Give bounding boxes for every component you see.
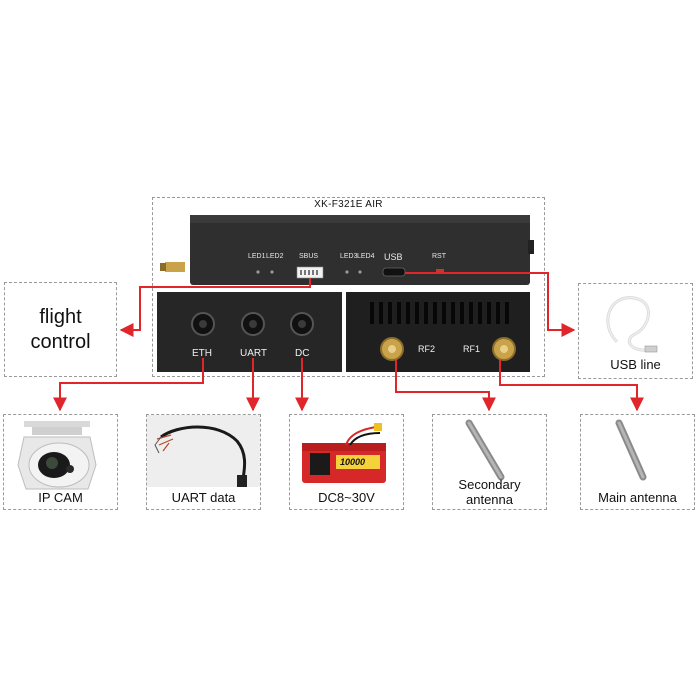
- secondary-antenna-label: Secondary antenna: [458, 477, 521, 507]
- led3: [345, 270, 349, 274]
- rst-label: RST: [432, 253, 446, 260]
- rf1-connector: [492, 337, 516, 361]
- side-antenna-connector: [165, 262, 185, 272]
- dc-connector: [290, 312, 314, 336]
- secondary-antenna-box: Secondary antenna: [432, 414, 547, 510]
- led1: [256, 270, 260, 274]
- ip-cam-label: IP CAM: [38, 490, 83, 505]
- dc-power-box: 10000 DC8~30V: [289, 414, 404, 510]
- secondary-antenna-image: [465, 419, 505, 481]
- ip-cam-image: [17, 421, 97, 490]
- flight-control-box: flight control: [4, 282, 117, 377]
- flight-control-label: flight control: [30, 306, 91, 353]
- usb-label: USB: [384, 252, 403, 262]
- led2-label: LED2: [266, 253, 284, 260]
- rf2-connector: [380, 337, 404, 361]
- led1-label: LED1: [248, 253, 266, 260]
- usb-line-label: USB line: [610, 357, 661, 372]
- main-antenna-image: [615, 419, 647, 481]
- led4: [358, 270, 362, 274]
- led2: [270, 270, 274, 274]
- rf1-label: RF1: [463, 344, 481, 354]
- rf2-label: RF2: [418, 344, 436, 354]
- led4-label: LED4: [357, 253, 375, 260]
- led3-label: LED3: [340, 253, 358, 260]
- uart-connector: [241, 312, 265, 336]
- main-antenna-box: Main antenna: [580, 414, 695, 510]
- usb-line-box: USB line: [578, 283, 693, 379]
- device-title: XK-F321E AIR: [314, 199, 383, 210]
- eth-connector: [191, 312, 215, 336]
- rst-button: [436, 269, 444, 274]
- main-antenna-label: Main antenna: [598, 490, 677, 505]
- usb-cable-image: [606, 296, 658, 353]
- battery-print: 10000: [340, 457, 366, 467]
- dc-power-label: DC8~30V: [318, 490, 375, 505]
- uart-data-box: UART data: [146, 414, 261, 510]
- battery-image: [302, 423, 386, 483]
- uart-data-label: UART data: [171, 490, 236, 505]
- uart-label: UART: [240, 348, 268, 359]
- device-top-unit: [190, 215, 530, 285]
- eth-label: ETH: [192, 348, 212, 359]
- ip-cam-box: IP CAM: [3, 414, 118, 510]
- usb-port: [382, 267, 406, 277]
- uart-cable-image: [147, 415, 260, 487]
- sbus-label: SBUS: [299, 253, 319, 260]
- dc-label: DC: [295, 348, 310, 359]
